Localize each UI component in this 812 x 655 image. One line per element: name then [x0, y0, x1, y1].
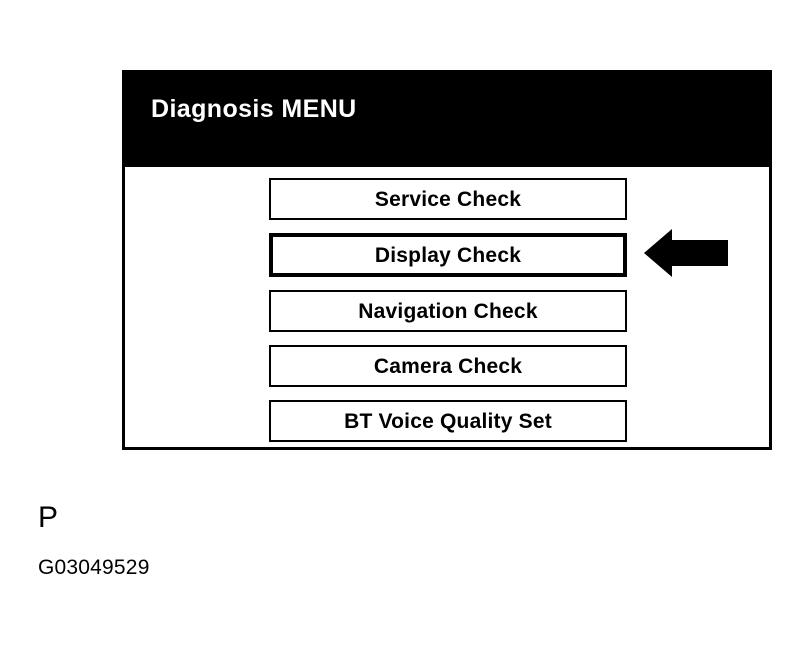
menu-button-service-check[interactable]: Service Check — [269, 178, 627, 220]
menu-button-label: Navigation Check — [358, 299, 538, 323]
page-title: Diagnosis MENU — [151, 95, 357, 123]
caption-figure-code: G03049529 — [38, 556, 150, 579]
diagnosis-screen-panel: Diagnosis MENU Service Check Display Che… — [122, 70, 772, 450]
diagnosis-menu-list: Service Check Display Check Navigation C… — [269, 178, 627, 455]
screen-header-bar: Diagnosis MENU — [125, 73, 769, 167]
caption-letter: P — [38, 501, 59, 534]
screen-body: Service Check Display Check Navigation C… — [125, 167, 769, 447]
menu-button-camera-check[interactable]: Camera Check — [269, 345, 627, 387]
menu-button-label: Service Check — [374, 187, 522, 211]
menu-button-label: BT Voice Quality Set — [344, 409, 552, 433]
menu-button-navigation-check[interactable]: Navigation Check — [269, 290, 627, 332]
arrow-left-solid-icon — [644, 228, 728, 278]
menu-button-display-check[interactable]: Display Check — [269, 233, 627, 277]
menu-button-bt-voice-quality-set[interactable]: BT Voice Quality Set — [269, 400, 627, 442]
menu-button-label: Display Check — [374, 243, 522, 267]
menu-button-label: Camera Check — [373, 354, 523, 378]
